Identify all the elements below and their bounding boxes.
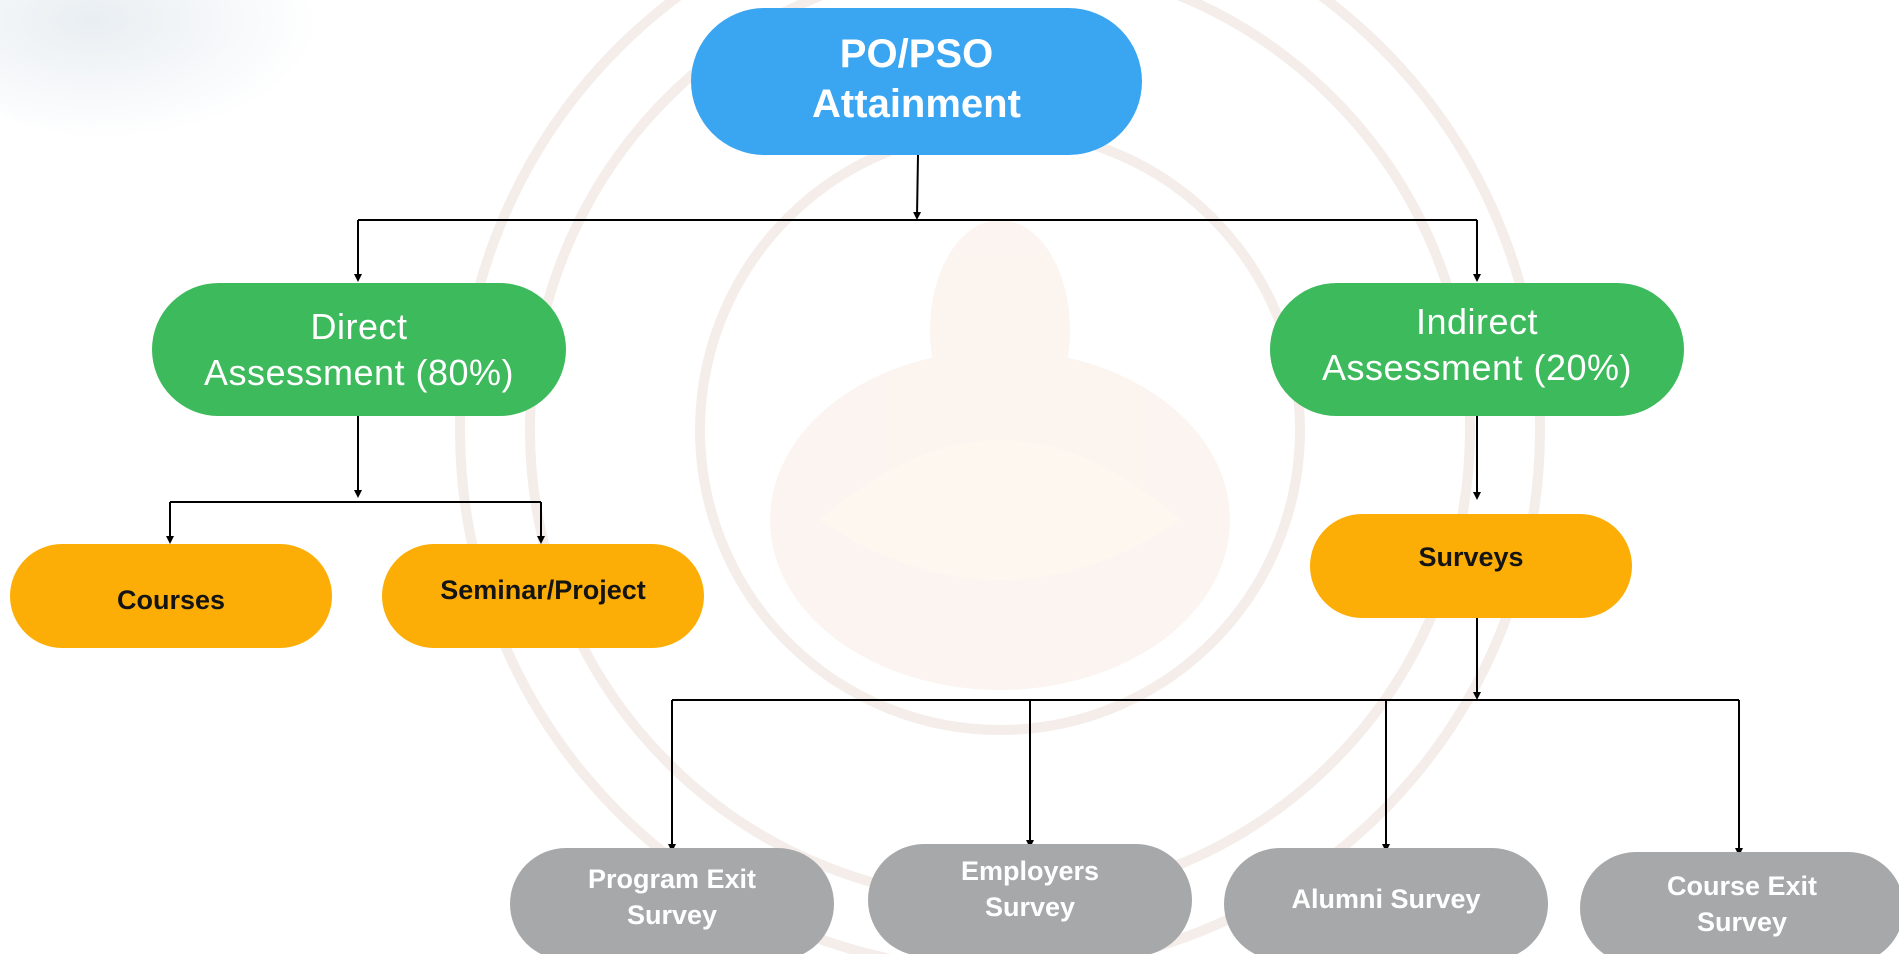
node-employers-line1: Employers — [960, 856, 1100, 886]
node-program-exit-line1: Program Exit — [587, 864, 757, 894]
node-program-exit-survey: Program Exit Survey — [510, 848, 834, 954]
node-surveys-label: Surveys — [1418, 541, 1524, 572]
node-employers-survey: Employers Survey — [868, 844, 1192, 954]
node-surveys: Surveys — [1310, 514, 1632, 618]
node-alumni-survey: Alumni Survey — [1224, 848, 1548, 954]
node-seminar-label: Seminar/Project — [440, 574, 646, 605]
node-course-exit-line1: Course Exit — [1666, 871, 1818, 901]
node-employers-label: Employers Survey — [961, 853, 1099, 925]
node-direct-label: Direct Assessment (80%) — [204, 304, 514, 396]
node-courses: Courses — [10, 544, 332, 648]
node-indirect-assessment: Indirect Assessment (20%) — [1270, 283, 1684, 416]
node-direct-line2: Assessment (80%) — [203, 351, 515, 393]
node-course-exit-survey: Course Exit Survey — [1580, 852, 1899, 954]
node-alumni-label: Alumni Survey — [1291, 884, 1481, 914]
node-direct-line1: Direct — [310, 305, 408, 347]
node-indirect-label: Indirect Assessment (20%) — [1322, 299, 1632, 391]
node-direct-assessment: Direct Assessment (80%) — [152, 283, 566, 416]
node-root-line2: Attainment — [812, 81, 1021, 126]
node-seminar-project: Seminar/Project — [382, 544, 704, 648]
connector-root-stem — [913, 154, 922, 220]
node-indirect-line1: Indirect — [1415, 300, 1539, 342]
node-program-exit-label: Program Exit Survey — [588, 861, 756, 933]
node-courses-label: Courses — [116, 584, 226, 615]
node-program-exit-line2: Survey — [626, 900, 718, 930]
node-employers-line2: Survey — [984, 892, 1076, 922]
node-root-label: PO/PSO Attainment — [812, 29, 1021, 129]
node-root-line1: PO/PSO — [839, 31, 994, 76]
node-course-exit-line2: Survey — [1696, 907, 1788, 937]
node-po-pso-attainment: PO/PSO Attainment — [691, 8, 1142, 155]
node-course-exit-label: Course Exit Survey — [1667, 868, 1817, 940]
node-indirect-line2: Assessment (20%) — [1321, 346, 1633, 388]
